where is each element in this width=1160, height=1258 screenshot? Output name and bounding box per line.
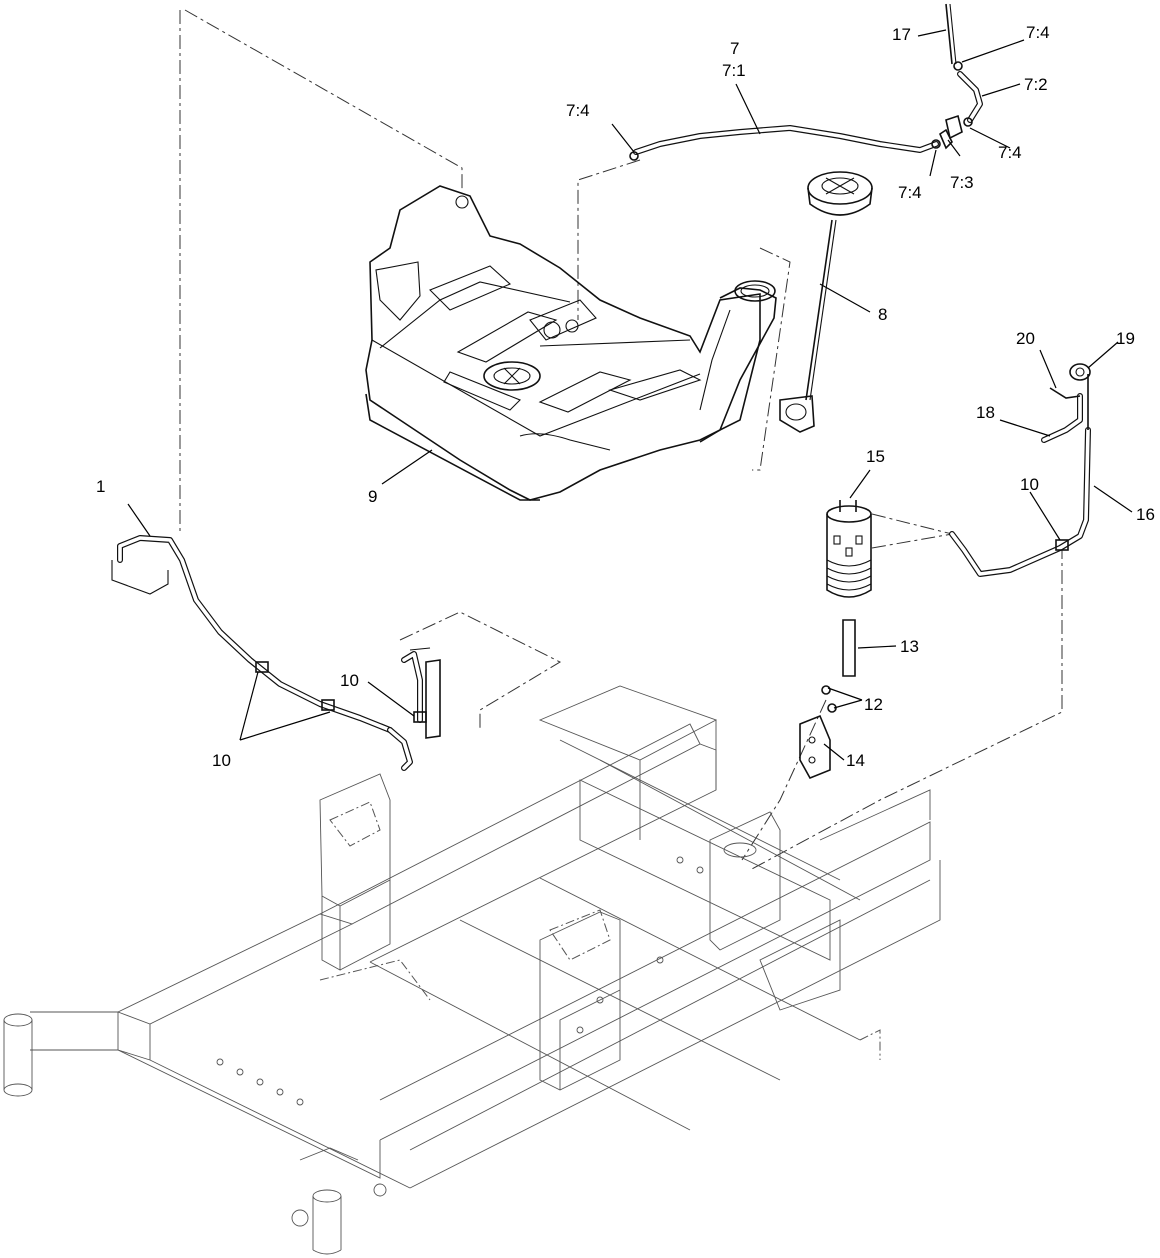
- callout-15: 15: [866, 447, 885, 466]
- callout-7-1: 7:1: [722, 61, 746, 80]
- callout-19: 19: [1116, 329, 1135, 348]
- callout-12: 12: [864, 695, 883, 714]
- callout-1: 1: [96, 477, 105, 496]
- callout-7-3: 7:3: [950, 173, 974, 192]
- callout-18: 18: [976, 403, 995, 422]
- callout-7-4-a: 7:4: [566, 101, 590, 120]
- fuel-cap: [779, 171, 873, 433]
- callout-7: 7: [730, 39, 739, 58]
- callout-9: 9: [368, 487, 377, 506]
- callout-8: 8: [878, 305, 887, 324]
- vent-hoses-right: [949, 363, 1091, 577]
- callout-13: 13: [900, 637, 919, 656]
- charcoal-canister: [826, 500, 872, 677]
- fuel-tank: [365, 185, 777, 501]
- alignment-lines: [179, 9, 1063, 871]
- vent-hose-assembly: [629, 3, 983, 161]
- callout-7-4-d: 7:4: [898, 183, 922, 202]
- callout-10-c: 10: [1020, 475, 1039, 494]
- callout-10-b: 10: [340, 671, 359, 690]
- callout-20: 20: [1016, 329, 1035, 348]
- callout-14: 14: [846, 751, 865, 770]
- bracket: [799, 685, 837, 780]
- callout-16: 16: [1136, 505, 1155, 524]
- callout-7-2: 7:2: [1024, 75, 1048, 94]
- leader-lines: [127, 29, 1133, 761]
- callout-labels: 1 7 7:1 7:2 7:3 7:4 7:4 7:4 7:4 8 9 10 1…: [96, 23, 1155, 770]
- callout-17: 17: [892, 25, 911, 44]
- fuel-hose-1: [111, 535, 441, 771]
- callout-7-4-c: 7:4: [998, 143, 1022, 162]
- callout-7-4-b: 7:4: [1026, 23, 1050, 42]
- callout-10-a: 10: [212, 751, 231, 770]
- mower-frame: [3, 685, 941, 1255]
